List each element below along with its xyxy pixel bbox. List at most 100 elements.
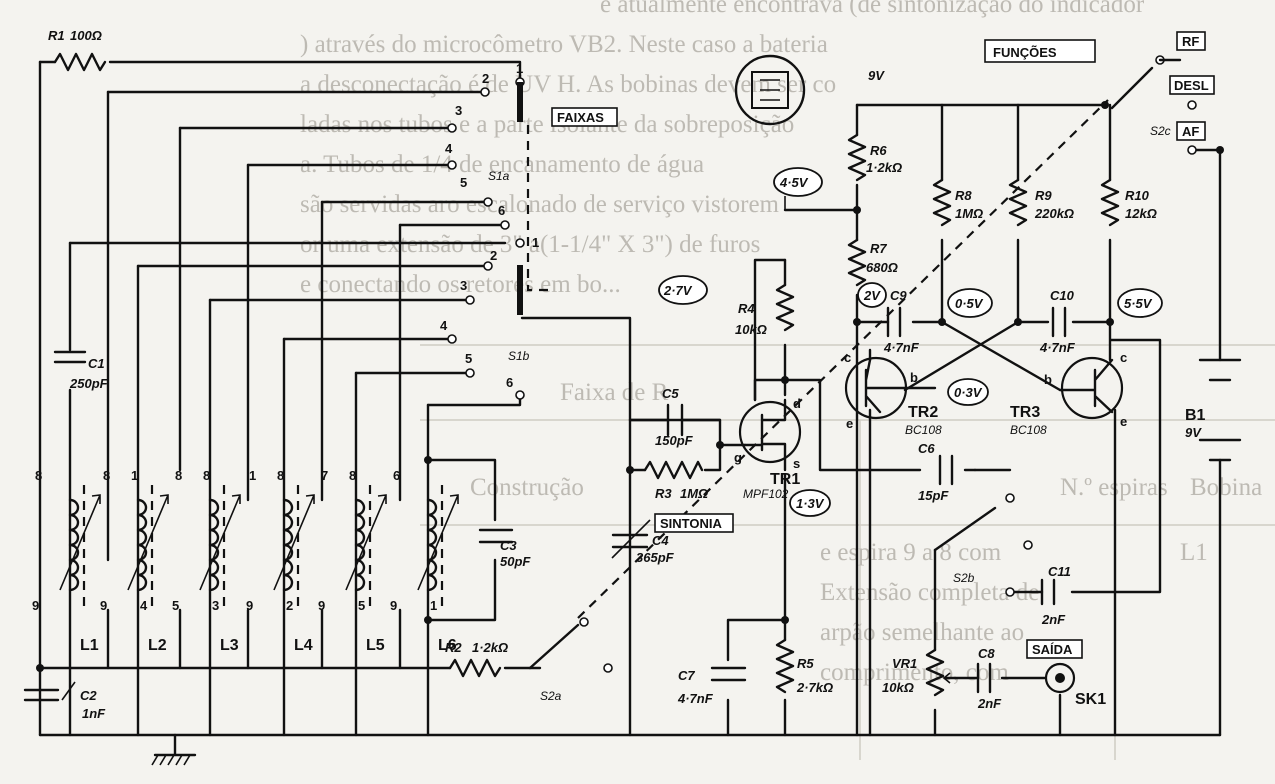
coil-label: L5 bbox=[366, 637, 385, 654]
bg-line-2: ) através do microcômetro VB2. Neste cas… bbox=[300, 31, 828, 58]
vr1-potentiometer: VR1 10kΩ bbox=[882, 648, 957, 697]
tuning-arrow bbox=[345, 494, 387, 591]
c6-capacitor: C6 15pF bbox=[918, 441, 954, 503]
coil-tap-bottom: 5 bbox=[172, 598, 179, 613]
coil-tap-bottom: 4 bbox=[140, 598, 148, 613]
svg-text:R3: R3 bbox=[655, 486, 672, 501]
svg-text:B1: B1 bbox=[1185, 407, 1206, 424]
svg-text:R4: R4 bbox=[738, 301, 755, 316]
switch-s2a: S2a bbox=[528, 99, 1109, 703]
svg-text:C5: C5 bbox=[662, 386, 679, 401]
svg-text:SK1: SK1 bbox=[1075, 691, 1106, 708]
r9-resistor: R9 220kΩ bbox=[1008, 178, 1074, 227]
svg-text:1: 1 bbox=[532, 235, 539, 250]
coil-tap-bottom: 5 bbox=[358, 598, 365, 613]
wires bbox=[38, 60, 1222, 737]
svg-text:100Ω: 100Ω bbox=[70, 28, 102, 43]
coil-winding bbox=[68, 498, 80, 592]
svg-text:C11: C11 bbox=[1048, 564, 1071, 579]
svg-text:C6: C6 bbox=[918, 441, 935, 456]
svg-text:RF: RF bbox=[1182, 34, 1199, 49]
svg-text:2V: 2V bbox=[863, 288, 881, 303]
rf-box: RF bbox=[1176, 31, 1206, 51]
svg-text:c: c bbox=[844, 350, 851, 365]
svg-text:C3: C3 bbox=[500, 538, 517, 553]
coil-winding bbox=[282, 498, 294, 592]
desl-box: DESL bbox=[1169, 75, 1215, 95]
svg-text:S2c: S2c bbox=[1150, 124, 1171, 138]
coil-tap-top: 1 bbox=[131, 468, 138, 483]
svg-text:R10: R10 bbox=[1125, 188, 1150, 203]
c10-capacitor: C10 4·7nF bbox=[1039, 288, 1076, 355]
svg-text:AF: AF bbox=[1182, 124, 1199, 139]
svg-text:C9: C9 bbox=[890, 288, 907, 303]
svg-text:0·5V: 0·5V bbox=[955, 296, 984, 311]
svg-text:MPF102: MPF102 bbox=[743, 487, 789, 501]
svg-text:BC108: BC108 bbox=[1010, 423, 1047, 437]
svg-text:g: g bbox=[734, 450, 742, 465]
coil-tap-bottom: 9 bbox=[318, 598, 325, 613]
bg-line-3: a desconectação é de UV H. As bobinas de… bbox=[300, 71, 836, 98]
svg-text:DESL: DESL bbox=[1174, 78, 1209, 93]
bg-row-text-1: e espira 9 a 8 com bbox=[820, 539, 1002, 566]
s1a-label: S1a bbox=[488, 169, 510, 183]
coil-tap-bottom: 9 bbox=[32, 598, 39, 613]
svg-text:5: 5 bbox=[460, 175, 467, 190]
svg-text:680Ω: 680Ω bbox=[866, 260, 898, 275]
svg-text:3: 3 bbox=[455, 103, 462, 118]
coil-tap-bottom: 3 bbox=[212, 598, 219, 613]
svg-text:10kΩ: 10kΩ bbox=[735, 322, 767, 337]
coil-label: L2 bbox=[148, 637, 167, 654]
c8-capacitor: C8 2nF bbox=[976, 646, 1002, 711]
switch-s2c: S2c bbox=[1110, 55, 1197, 155]
bg-table-h3: Construção bbox=[470, 474, 584, 501]
s1a-contact-2 bbox=[480, 87, 490, 97]
svg-text:250pF: 250pF bbox=[69, 376, 109, 391]
svg-text:4·5V: 4·5V bbox=[779, 175, 809, 190]
r3-resistor: R3 1MΩ bbox=[643, 460, 708, 501]
sintonia-box: SINTONIA bbox=[654, 513, 734, 533]
tuning-arrow bbox=[199, 494, 241, 591]
svg-text:1·2kΩ: 1·2kΩ bbox=[472, 640, 508, 655]
svg-text:6: 6 bbox=[506, 375, 513, 390]
svg-text:R6: R6 bbox=[870, 143, 887, 158]
s1b-label: S1b bbox=[508, 349, 530, 363]
coil-tap-bottom: 2 bbox=[286, 598, 293, 613]
svg-text:1MΩ: 1MΩ bbox=[955, 206, 983, 221]
tuning-arrow bbox=[59, 494, 101, 591]
switch-s2b: S2b bbox=[933, 493, 1033, 597]
bg-table-row: L1 bbox=[1180, 539, 1208, 566]
coil-tap-top: 6 bbox=[393, 468, 400, 483]
coil-tap-top: 8 bbox=[175, 468, 182, 483]
svg-text:365pF: 365pF bbox=[636, 550, 675, 565]
bg-row-text-3: arpão semelhante ao bbox=[820, 619, 1024, 646]
svg-text:FAIXAS: FAIXAS bbox=[557, 110, 604, 125]
r4-resistor: R4 10kΩ bbox=[735, 283, 795, 337]
svg-text:5·5V: 5·5V bbox=[1124, 296, 1153, 311]
svg-text:15pF: 15pF bbox=[918, 488, 949, 503]
bg-line-6: são servidas aro escalonado de serviço v… bbox=[300, 191, 780, 218]
svg-text:TR3: TR3 bbox=[1010, 404, 1040, 421]
svg-text:R5: R5 bbox=[797, 656, 814, 671]
svg-text:b: b bbox=[1044, 372, 1052, 387]
tuning-arrow bbox=[127, 494, 169, 591]
svg-text:2·7kΩ: 2·7kΩ bbox=[796, 680, 833, 695]
svg-text:50pF: 50pF bbox=[500, 554, 531, 569]
svg-text:C2: C2 bbox=[80, 688, 97, 703]
svg-text:4: 4 bbox=[440, 318, 448, 333]
funcoes-box: FUNÇÕES bbox=[984, 39, 1096, 63]
svg-text:10kΩ: 10kΩ bbox=[882, 680, 914, 695]
bg-line-1: e atualmente encontrava (de sintonização… bbox=[600, 0, 1145, 18]
svg-text:1MΩ: 1MΩ bbox=[680, 486, 708, 501]
coil-winding bbox=[208, 498, 220, 592]
c7-capacitor: C7 4·7nF bbox=[677, 666, 747, 706]
svg-text:1·2kΩ: 1·2kΩ bbox=[866, 160, 902, 175]
c9-capacitor: C9 4·7nF bbox=[883, 288, 920, 355]
svg-text:S2a: S2a bbox=[540, 689, 562, 703]
svg-text:1·3V: 1·3V bbox=[796, 496, 825, 511]
